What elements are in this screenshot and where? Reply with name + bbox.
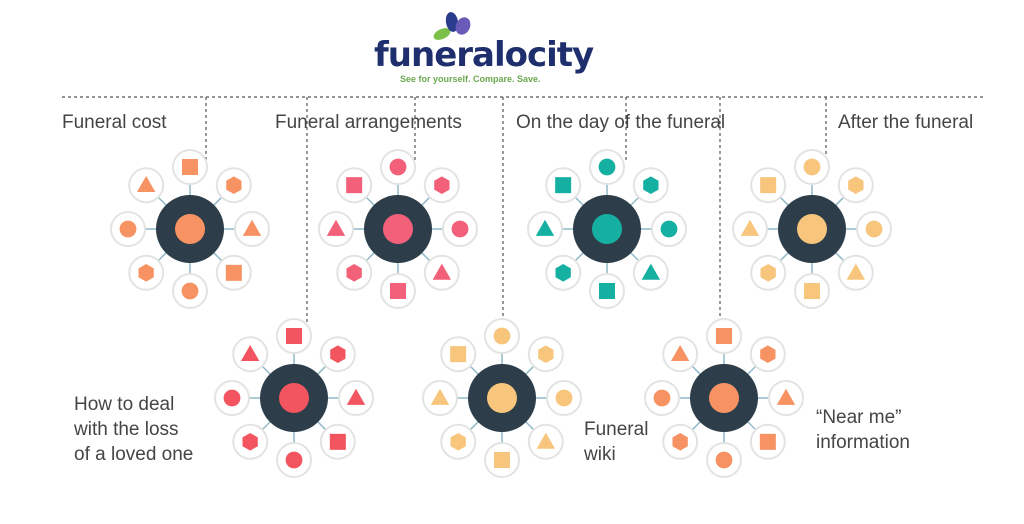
hexagon-icon [848,176,864,194]
triangle-icon [326,219,346,236]
circle-icon [223,389,241,407]
circle-icon [715,451,733,469]
triangle-icon [136,175,156,193]
topic-hub-funeral-arrangements [318,149,478,309]
square-icon [760,177,777,194]
circle-icon [555,389,573,407]
square-icon [759,433,776,450]
funeralocity-logo: funeralocity See for yourself. Compare. … [370,12,594,90]
square-icon [599,283,615,299]
topic-label-funeral-wiki: Funeral wiki [584,419,649,465]
triangle-icon [535,219,555,236]
square-icon [555,177,572,194]
triangle-icon [430,388,450,405]
hexagon-icon [242,433,258,451]
topic-label-funeral-arrangements: Funeral arrangements [275,112,462,133]
hub-center-dot [175,214,205,244]
triangle-icon [641,263,661,280]
topic-hub-funeral-wiki [422,318,582,478]
square-icon [182,159,198,175]
topic-hub-on-the-day [527,149,687,309]
square-icon [329,433,346,450]
triangle-icon [242,219,262,236]
logo-wordmark: funeralocity [374,35,594,75]
circle-icon [181,282,199,300]
hexagon-icon [643,176,659,194]
hub-center-dot [383,214,413,244]
circle-icon [285,451,303,469]
square-icon [286,328,302,344]
circle-icon [493,327,511,345]
topic-hubs [110,149,892,478]
topic-label-near-me: “Near me” information [816,407,910,453]
hub-center-dot [709,383,739,413]
square-icon [390,283,406,299]
triangle-icon [846,263,866,280]
circle-icon [598,158,616,176]
hexagon-icon [138,264,154,282]
square-icon [225,264,242,281]
triangle-icon [346,388,366,405]
hub-center-dot [797,214,827,244]
square-icon [346,177,363,194]
hexagon-icon [330,345,346,363]
hexagon-icon [555,264,571,282]
circle-icon [865,220,883,238]
hexagon-icon [760,345,776,363]
hub-center-dot [487,383,517,413]
butterfly-leaf-icon [433,12,471,40]
logo-tagline: See for yourself. Compare. Save. [400,74,541,84]
square-icon [716,328,732,344]
hexagon-icon [760,264,776,282]
hexagon-icon [450,433,466,451]
circle-icon [451,220,469,238]
circle-icon [119,220,137,238]
hexagon-icon [434,176,450,194]
circle-icon [803,158,821,176]
connector-lines [62,96,985,330]
triangle-icon [776,388,796,405]
hexagon-icon [672,433,688,451]
topic-hub-near-me [644,318,804,478]
circle-icon [653,389,671,407]
topic-label-deal-with-loss: How to deal with the loss of a loved one [74,394,194,465]
triangle-icon [740,219,760,236]
topic-hub-after-the-funeral [732,149,892,309]
circle-icon [389,158,407,176]
hexagon-icon [346,264,362,282]
circle-icon [660,220,678,238]
square-icon [494,452,510,468]
hexagon-icon [226,176,242,194]
hub-center-dot [592,214,622,244]
triangle-icon [240,344,260,362]
topic-label-after-the-funeral: After the funeral [838,112,974,133]
square-icon [450,346,467,363]
triangle-icon [670,344,690,362]
square-icon [804,283,820,299]
hexagon-icon [538,345,554,363]
topic-hub-deal-with-loss [214,318,374,478]
topic-hub-funeral-cost [110,149,270,309]
triangle-icon [536,432,556,449]
topic-label-on-the-day: On the day of the funeral [516,112,726,133]
topic-label-funeral-cost: Funeral cost [62,112,167,133]
triangle-icon [432,263,452,280]
hub-center-dot [279,383,309,413]
